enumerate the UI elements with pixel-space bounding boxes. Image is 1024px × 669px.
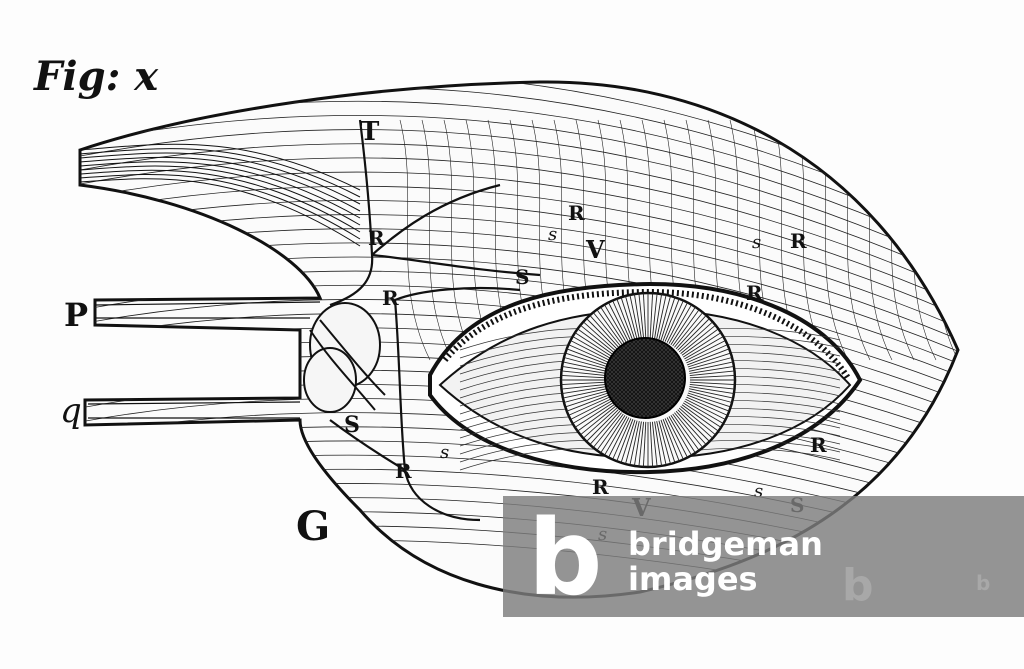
label-R-2: R — [568, 201, 585, 225]
label-V-1: V — [585, 235, 605, 264]
watermark-line2: images — [628, 560, 758, 598]
figure-title: Fig: x — [33, 53, 159, 100]
label-R-1: R — [368, 226, 385, 250]
watermark-ghost-b-2: b — [976, 571, 990, 595]
label-s-4: s — [754, 481, 763, 502]
label-R-3: R — [790, 229, 807, 253]
label-S-1: S — [515, 265, 529, 289]
label-R-4: R — [382, 286, 399, 310]
vessel-coil — [303, 302, 386, 413]
label-q: q — [60, 391, 82, 431]
label-T: T — [360, 117, 380, 147]
label-s-3: s — [440, 442, 449, 463]
nerve-branches — [329, 119, 541, 522]
bridgeman-watermark: b bridgeman images b b — [503, 496, 1024, 619]
watermark-logo-b: b — [528, 497, 602, 619]
label-R-5: R — [746, 281, 763, 305]
label-R-7: R — [395, 459, 412, 483]
watermark-panel — [503, 496, 1024, 617]
watermark-line1: bridgeman — [628, 525, 823, 563]
pupil — [604, 337, 686, 419]
watermark-ghost-b-1: b — [842, 560, 874, 611]
label-s-2: s — [752, 232, 761, 253]
label-P: P — [64, 296, 88, 334]
tendon-bundle — [79, 143, 361, 419]
label-R-6: R — [810, 433, 827, 457]
label-s-1: s — [548, 224, 557, 245]
eyeball — [438, 291, 852, 471]
label-R-8: R — [592, 475, 609, 499]
label-S-2: S — [344, 412, 360, 438]
label-G: G — [296, 503, 330, 550]
